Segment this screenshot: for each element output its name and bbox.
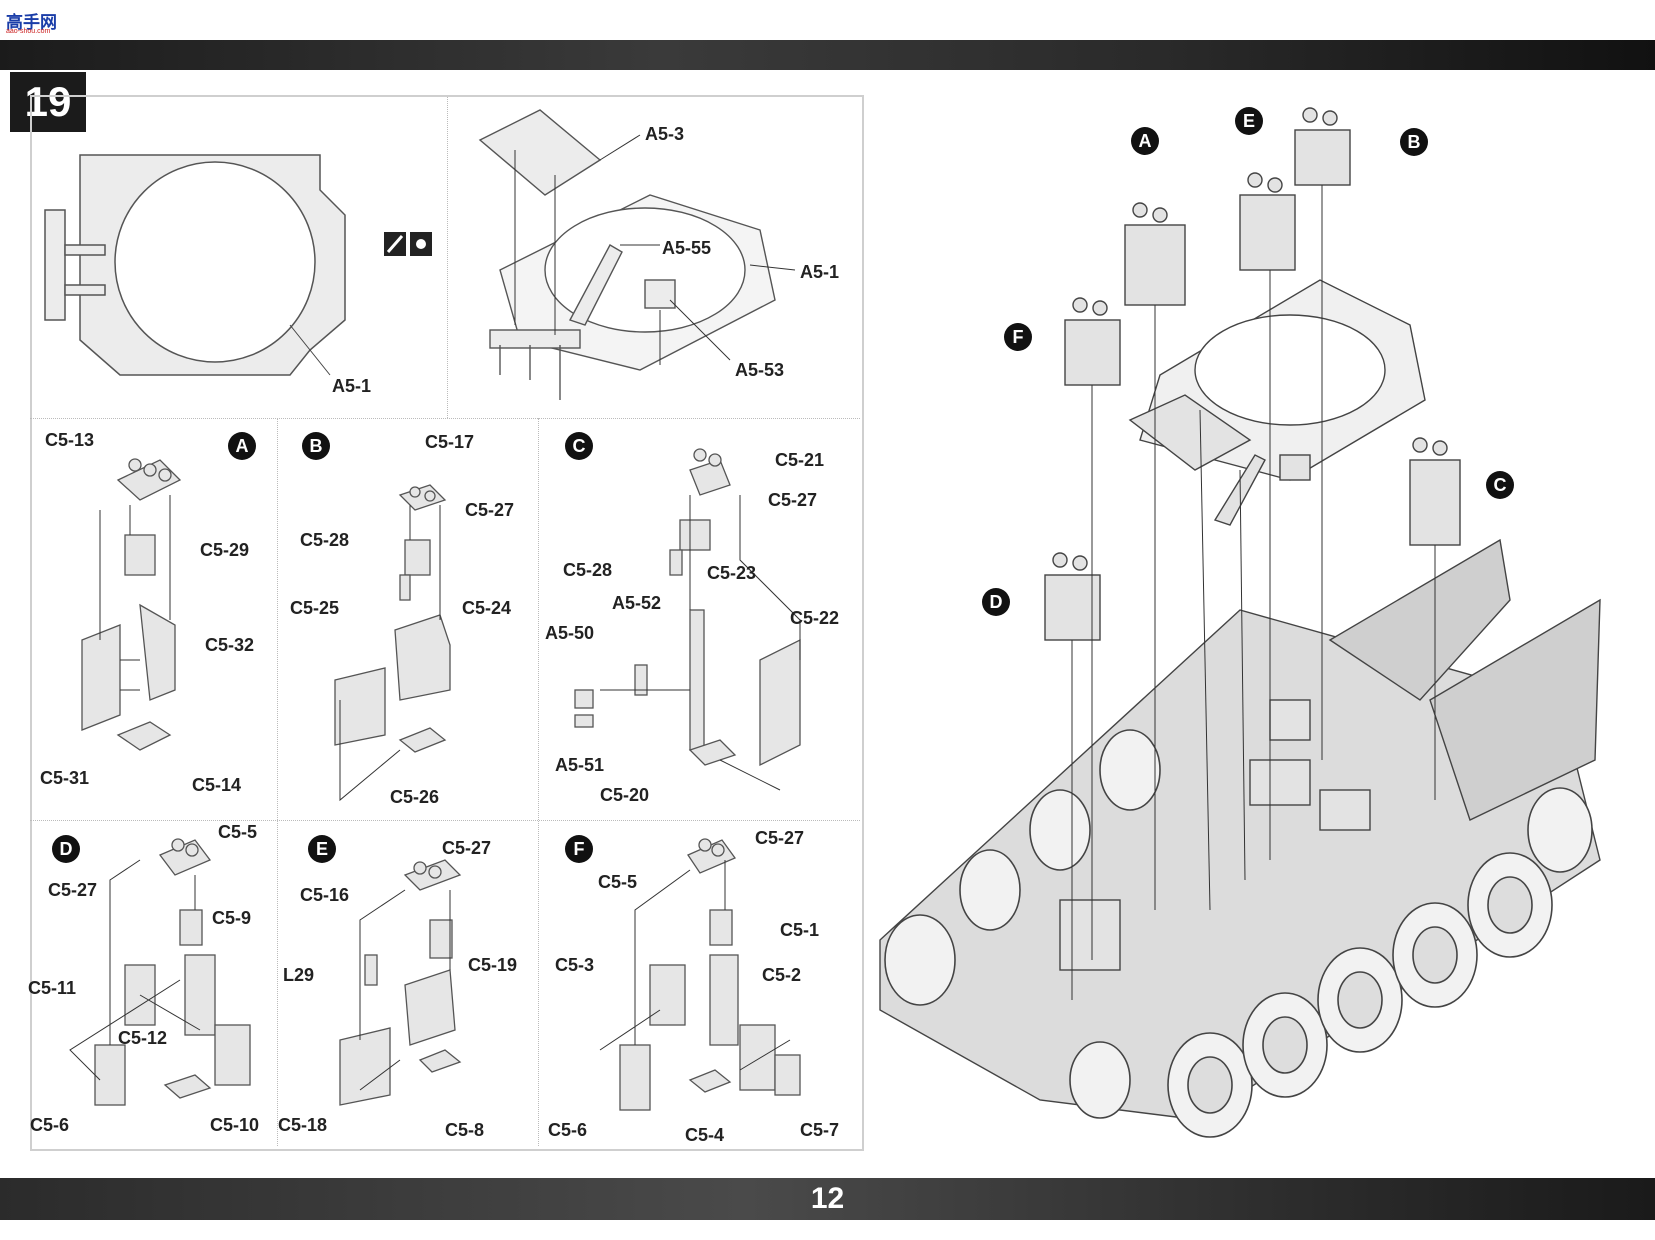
- part-label: C5-18: [278, 1115, 328, 1135]
- cement-icon: [384, 232, 432, 256]
- part-label: A5-1: [332, 376, 372, 396]
- part-label: C5-5: [598, 872, 638, 892]
- col-divider: [447, 97, 448, 418]
- main-badge-b: B: [1400, 128, 1428, 156]
- part-label: C5-19: [468, 955, 518, 975]
- part-label: C5-24: [462, 598, 512, 618]
- part-label: C5-27: [465, 500, 515, 520]
- part-label: L29: [283, 965, 315, 985]
- instruction-frame: [30, 95, 864, 1151]
- part-label: C5-12: [118, 1028, 168, 1048]
- col-divider: [277, 418, 278, 1146]
- part-label: C5-20: [600, 785, 650, 805]
- part-label: C5-1: [780, 920, 820, 940]
- part-label: C5-6: [30, 1115, 70, 1135]
- part-label: C5-28: [563, 560, 613, 580]
- part-label: A5-52: [612, 593, 662, 613]
- part-label: A5-50: [545, 623, 595, 643]
- part-label: C5-32: [205, 635, 255, 655]
- part-label: A5-1: [800, 262, 840, 282]
- part-label: C5-17: [425, 432, 475, 452]
- part-label: C5-27: [48, 880, 98, 900]
- part-label: C5-27: [442, 838, 492, 858]
- part-label: A5-3: [645, 124, 685, 144]
- step-number: 19: [10, 72, 86, 132]
- part-label: C5-13: [45, 430, 95, 450]
- part-label: C5-28: [300, 530, 350, 550]
- part-label: C5-29: [200, 540, 250, 560]
- part-label: A5-53: [735, 360, 785, 380]
- part-label: A5-55: [662, 238, 712, 258]
- part-label: C5-11: [28, 978, 77, 998]
- part-label: C5-8: [445, 1120, 485, 1140]
- part-label: C5-2: [762, 965, 802, 985]
- page-number: 12: [810, 1182, 845, 1215]
- part-label: C5-9: [212, 908, 252, 928]
- badge-a: A: [228, 432, 256, 460]
- part-label: C5-23: [707, 563, 757, 583]
- site-url[interactable]: aao-shou.com: [6, 28, 51, 35]
- col-divider: [538, 418, 539, 1146]
- part-label: C5-31: [40, 768, 90, 788]
- part-label: C5-7: [800, 1120, 840, 1140]
- part-label: A5-51: [555, 755, 605, 775]
- part-label: C5-26: [390, 787, 440, 807]
- main-badge-f: F: [1004, 323, 1032, 351]
- part-label: C5-6: [548, 1120, 588, 1140]
- part-label: C5-4: [685, 1125, 725, 1145]
- part-label: C5-16: [300, 885, 350, 905]
- part-label: C5-5: [218, 822, 258, 842]
- badge-e: E: [308, 835, 336, 863]
- part-label: C5-21: [775, 450, 825, 470]
- badge-f: F: [565, 835, 593, 863]
- badge-c: C: [565, 432, 593, 460]
- main-badge-e: E: [1235, 107, 1263, 135]
- part-label: C5-3: [555, 955, 595, 975]
- top-bar: [0, 40, 1655, 70]
- part-label: C5-27: [755, 828, 805, 848]
- bottom-bar: [0, 1178, 1655, 1220]
- badge-d: D: [52, 835, 80, 863]
- part-label: C5-22: [790, 608, 840, 628]
- site-logo[interactable]: 高手网: [6, 13, 57, 32]
- main-badge-d: D: [982, 588, 1010, 616]
- part-label: C5-10: [210, 1115, 260, 1135]
- main-badge-c: C: [1486, 471, 1514, 499]
- row-divider: [30, 418, 860, 419]
- badge-b: B: [302, 432, 330, 460]
- main-badge-a: A: [1131, 127, 1159, 155]
- part-label: C5-14: [192, 775, 242, 795]
- part-label: C5-25: [290, 598, 340, 618]
- part-label: C5-27: [768, 490, 818, 510]
- row-divider: [30, 820, 860, 821]
